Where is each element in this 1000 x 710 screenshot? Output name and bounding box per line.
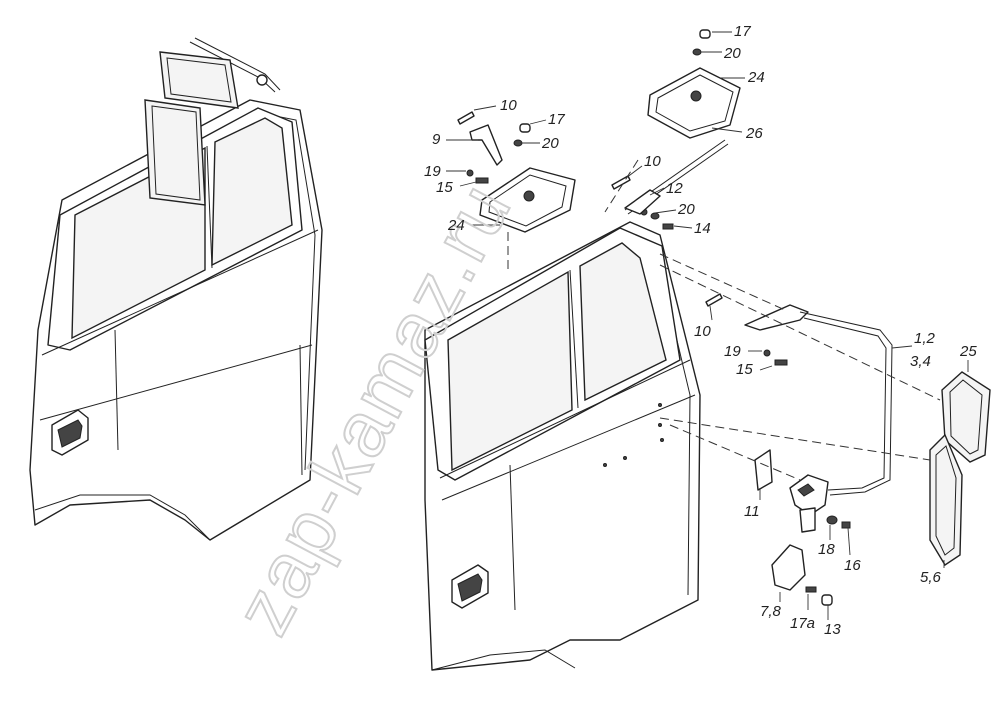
cover-24-top (647, 67, 741, 139)
mirror-5-6 (929, 433, 963, 566)
rod-26 (624, 139, 729, 215)
callout-15-left: 15 (436, 179, 453, 196)
callout-11: 11 (744, 503, 760, 520)
callout-14: 14 (694, 220, 711, 237)
callout-18: 18 (818, 541, 835, 558)
callout-13: 13 (824, 621, 841, 638)
callout-20-mid: 20 (677, 201, 695, 218)
callout-3-4: 3,4 (910, 353, 931, 370)
callout-17a: 17a (790, 615, 815, 632)
callout-26: 26 (745, 125, 763, 142)
callout-7-8: 7,8 (760, 603, 782, 620)
leader-lines (446, 31, 969, 620)
callout-24-top: 24 (747, 69, 765, 86)
callout-20-left: 20 (541, 135, 559, 152)
callout-25: 25 (959, 343, 977, 360)
callout-16: 16 (844, 557, 861, 574)
callout-12: 12 (666, 180, 683, 197)
callout-15-right: 15 (736, 361, 753, 378)
mirror-25 (941, 371, 991, 463)
exploded-door (424, 221, 701, 671)
callout-9: 9 (432, 131, 441, 148)
bracket-9 (469, 124, 503, 166)
callout-5-6: 5,6 (920, 569, 942, 586)
clamp-assembly (789, 474, 829, 533)
clip-10-c (705, 293, 723, 307)
callout-1-2: 1,2 (914, 330, 936, 347)
callout-17-left: 17 (548, 111, 565, 128)
callout-19-left: 19 (424, 163, 441, 180)
assembly-lines (507, 159, 941, 481)
assembled-door-view (29, 37, 323, 541)
callout-labels: 17 20 24 26 10 17 9 20 19 15 24 10 12 20… (424, 23, 977, 638)
callout-10-low: 10 (694, 323, 711, 340)
callout-17-top: 17 (734, 23, 751, 40)
callout-24-left: 24 (447, 217, 465, 234)
callout-20-top: 20 (723, 45, 741, 62)
callout-10-top: 10 (500, 97, 517, 114)
cover-24-left (479, 167, 576, 233)
bracket-11 (754, 449, 773, 491)
callout-19-right: 19 (724, 343, 741, 360)
callout-10-mid: 10 (644, 153, 661, 170)
cap-7-8 (771, 544, 806, 591)
clip-10-a (457, 111, 475, 125)
